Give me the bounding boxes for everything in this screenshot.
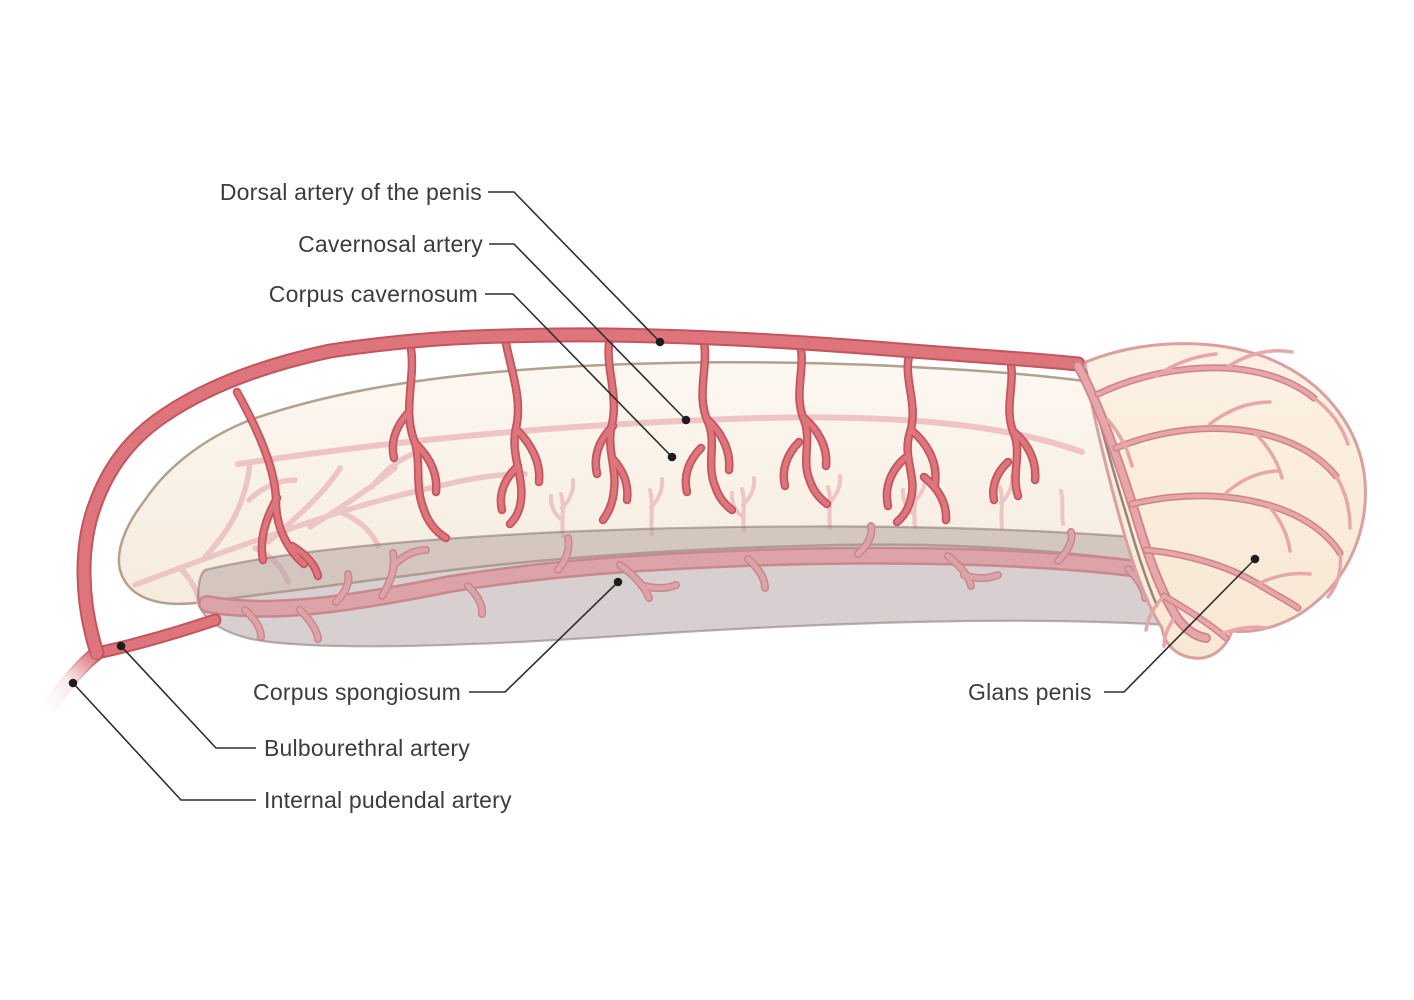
- label-dorsal-artery: Dorsal artery of the penis: [219, 179, 482, 205]
- label-cavernosal-artery: Cavernosal artery: [298, 231, 483, 257]
- artery-fade: [20, 625, 170, 750]
- label-bulbourethral-artery: Bulbourethral artery: [264, 735, 470, 761]
- leader-corpus-spongiosum: [469, 577, 623, 693]
- label-corpus-spongiosum: Corpus spongiosum: [253, 679, 461, 705]
- cavernosal-artery: [235, 414, 1085, 467]
- leader-cavernosal-artery: [489, 243, 691, 425]
- leader-bulbourethral-artery: [116, 641, 256, 749]
- leader-corpus-cavernosum: [485, 293, 677, 462]
- leader-lines: [68, 191, 1260, 801]
- label-internal-pudendal-artery: Internal pudendal artery: [264, 787, 512, 813]
- leader-dorsal-artery: [488, 191, 665, 347]
- leader-internal-pudendal-artery: [68, 678, 256, 801]
- label-corpus-cavernosum: Corpus cavernosum: [268, 281, 478, 307]
- glans-vessels: [1078, 349, 1352, 648]
- label-glans-penis: Glans penis: [968, 679, 1092, 705]
- leader-glans-penis: [1104, 554, 1260, 693]
